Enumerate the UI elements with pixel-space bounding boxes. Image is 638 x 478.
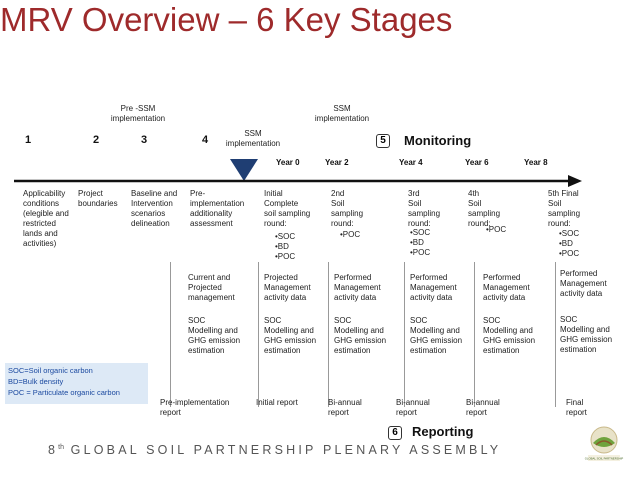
third-sampling-ordinal: 3rd — [408, 189, 420, 198]
ssm-top-label: SSM implementation — [314, 104, 370, 123]
stage-applicability: Applicability conditions (elegible and r… — [23, 189, 69, 248]
management-performed: Performed Management activity data — [483, 273, 530, 302]
management-current: Current and Projected management — [188, 273, 235, 302]
connector-line — [474, 262, 475, 407]
connector-line — [404, 262, 405, 407]
initial-sampling-items: •SOC •BD •POC — [275, 232, 296, 261]
fourth-sampling-ordinal: 4th — [468, 189, 480, 198]
stage-project: Project boundaries — [78, 189, 118, 208]
gsp-logo: GLOBAL SOIL PARTNERSHIP — [585, 426, 624, 461]
third-sampling-items: •SOC •BD •POC — [410, 228, 431, 257]
connector-line — [170, 262, 171, 407]
stage-number-6: 6 — [388, 426, 402, 440]
modelling-estimation: SOC Modelling and GHG emission estimatio… — [483, 316, 536, 355]
monitoring-label: Monitoring — [404, 133, 472, 148]
final-sampling-items: •SOC •BD •POC — [559, 229, 580, 258]
stage-pre-implementation: Pre- implementation additionality assess… — [190, 189, 245, 228]
year-4: Year 4 — [399, 158, 423, 167]
second-sampling-items: •POC — [340, 230, 361, 239]
connector-line — [258, 262, 259, 407]
report-biannual: Bi-annual report — [396, 398, 430, 417]
management-performed: Performed Management activity data — [410, 273, 457, 302]
stage-number-3: 3 — [141, 134, 148, 146]
management-performed: Performed Management activity data — [560, 269, 607, 298]
report-initial: Initial report — [256, 398, 298, 407]
fourth-sampling-items: •POC — [486, 225, 507, 234]
report-final: Final report — [566, 398, 587, 417]
stage-second-sampling: Soil sampling round: — [331, 199, 364, 228]
stage-third-sampling: Soil sampling round: — [408, 199, 441, 228]
connector-line — [328, 262, 329, 407]
modelling-estimation: SOC Modelling and GHG emission estimatio… — [188, 316, 241, 355]
report-pre-implementation: Pre-implementation report — [160, 398, 230, 417]
management-performed: Performed Management activity data — [334, 273, 381, 302]
modelling-estimation: SOC Modelling and GHG emission estimatio… — [264, 316, 317, 355]
stage-final-sampling: 5th Final Soil sampling round: — [548, 189, 581, 228]
pre-ssm-label: Pre -SSM implementation — [110, 104, 166, 123]
connector-line — [555, 262, 556, 407]
management-projected: Projected Management activity data — [264, 273, 311, 302]
logo-lettering: GLOBAL SOIL PARTNERSHIP — [585, 457, 624, 461]
year-8: Year 8 — [524, 158, 548, 167]
year-0: Year 0 — [276, 158, 300, 167]
stage-fourth-sampling: Soil sampling round: — [468, 199, 501, 228]
reporting-label: Reporting — [412, 424, 474, 439]
timeline-start-marker — [230, 159, 258, 181]
abbreviation-legend: SOC=Soil organic carbon BD=Bulk density … — [5, 363, 148, 404]
year-2: Year 2 — [325, 158, 349, 167]
timeline-arrow — [14, 175, 582, 187]
year-6: Year 6 — [465, 158, 489, 167]
second-sampling-ordinal: 2nd — [331, 189, 345, 198]
stage-initial-sampling: Initial Complete soil sampling round: — [264, 189, 311, 228]
ssm-mid-label: SSM implementation — [225, 129, 281, 148]
stage-number-4: 4 — [202, 134, 209, 146]
stage-baseline: Baseline and Intervention scenarios deli… — [131, 189, 178, 228]
modelling-estimation: SOC Modelling and GHG emission estimatio… — [410, 316, 463, 355]
stage-number-5: 5 — [376, 134, 390, 148]
modelling-estimation: SOC Modelling and GHG emission estimatio… — [560, 315, 613, 354]
modelling-estimation: SOC Modelling and GHG emission estimatio… — [334, 316, 387, 355]
footer-text: 8th GLOBAL SOIL PARTNERSHIP PLENARY ASSE… — [48, 443, 502, 457]
stage-number-1: 1 — [25, 134, 32, 146]
report-biannual: Bi-annual report — [466, 398, 500, 417]
slide-title: MRV Overview – 6 Key Stages — [0, 1, 453, 38]
stage-number-2: 2 — [93, 134, 100, 146]
report-biannual: Bi-annual report — [328, 398, 362, 417]
